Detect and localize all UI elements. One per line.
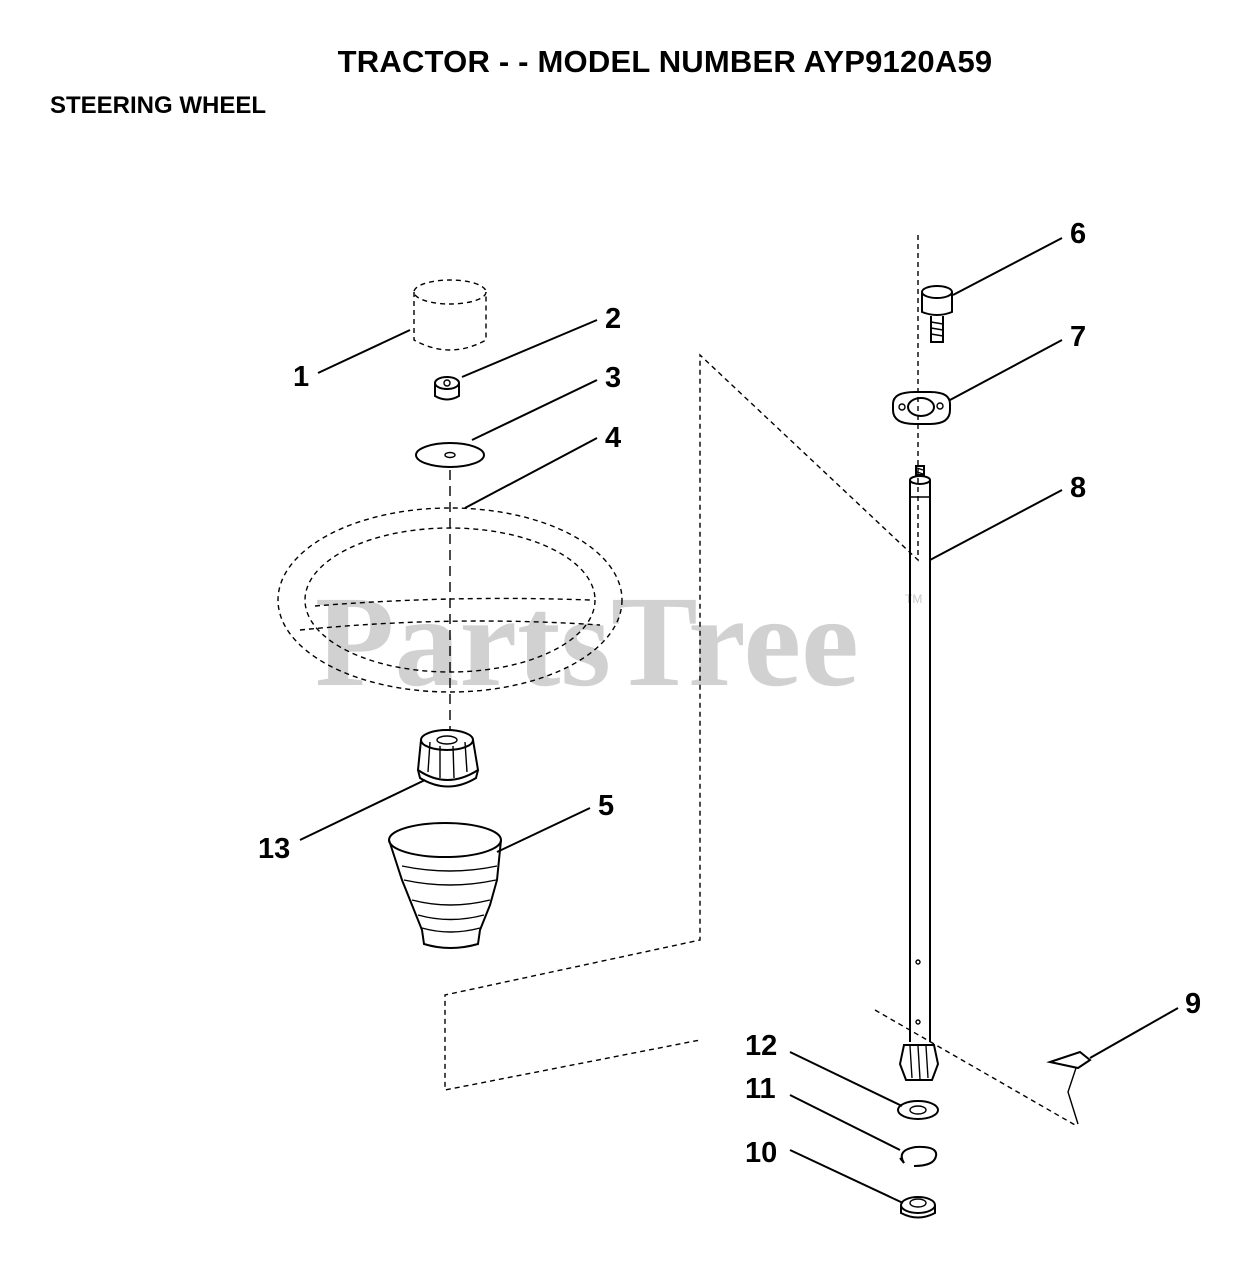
shaft-pinion-gear — [898, 1044, 940, 1081]
part-11-retaining-ring — [899, 1145, 938, 1167]
part-12-washer — [897, 1100, 939, 1120]
callout-9: 9 — [1185, 988, 1201, 1020]
callout-2: 2 — [605, 303, 621, 335]
part-6-bolt — [921, 285, 953, 343]
part-3-washer — [415, 442, 485, 468]
part-5-cone-boot — [388, 822, 502, 949]
callout-7: 7 — [1070, 321, 1086, 353]
callout-5: 5 — [598, 790, 614, 822]
callout-1: 1 — [293, 361, 309, 393]
callout-8: 8 — [1070, 472, 1086, 504]
diagram-title: TRACTOR - - MODEL NUMBER AYP9120A59 — [337, 44, 993, 79]
part-13-hub-adapter — [416, 729, 480, 788]
part-2-nut — [434, 376, 460, 401]
callout-3: 3 — [605, 362, 621, 394]
part-7-flange-bearing — [892, 391, 951, 425]
leader-lines — [299, 237, 1179, 1204]
watermark-tm: TM — [905, 592, 922, 606]
callout-6: 6 — [1070, 218, 1086, 250]
callout-13: 13 — [258, 833, 290, 865]
section-title: STEERING WHEEL — [50, 92, 267, 119]
part-1-cap — [413, 279, 487, 351]
callout-12: 12 — [745, 1030, 777, 1062]
callout-11: 11 — [745, 1073, 776, 1105]
mounting-plane-outline — [444, 235, 1076, 1126]
watermark-text: PartsTree — [315, 570, 859, 714]
part-9-key — [1046, 1050, 1092, 1125]
part-8-steering-shaft — [909, 465, 931, 1042]
part-4-steering-wheel — [277, 507, 623, 693]
part-10-bushing — [900, 1196, 936, 1219]
callout-10: 10 — [745, 1137, 777, 1169]
callout-4: 4 — [605, 422, 621, 454]
